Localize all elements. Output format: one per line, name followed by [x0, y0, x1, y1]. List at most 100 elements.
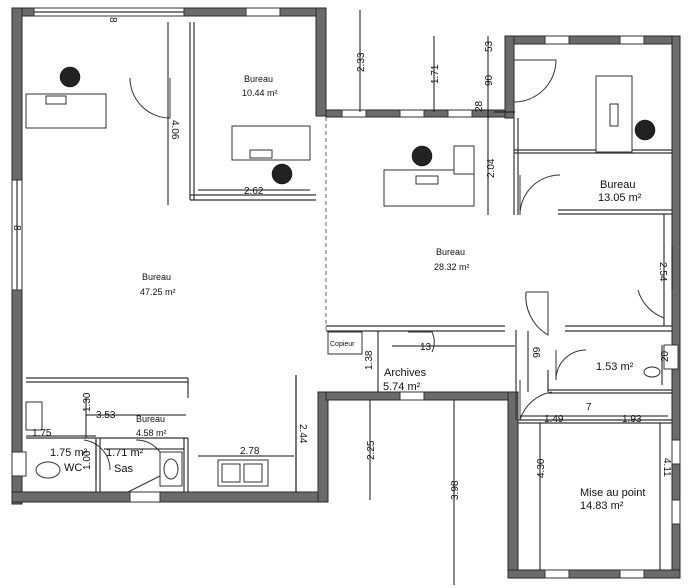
- door-storage: [555, 349, 587, 381]
- window-center-2: [399, 109, 425, 118]
- room-name-sas: Sas: [114, 463, 133, 475]
- wall-right-left-upper: [504, 35, 515, 119]
- window-center-3: [447, 109, 473, 118]
- dim-20: 20: [660, 350, 671, 362]
- dim-1-49: 1.49: [544, 414, 564, 425]
- dimension-labels: 4.06 2.62 2.33 1.71 90 53 28 2.04 2.54 1…: [11, 17, 672, 500]
- dim-2-78: 2.78: [240, 446, 260, 457]
- window-right-3: [671, 439, 681, 465]
- room-name-wc: WC: [64, 462, 82, 474]
- window-right-2: [619, 35, 645, 45]
- room-area-bureau-small: 4.58 m²: [136, 428, 167, 438]
- dim-window-a: 8: [107, 17, 118, 23]
- wall-bottom-right: [507, 569, 681, 579]
- door-wc: [83, 439, 111, 471]
- dim-1-75: 1.75: [32, 428, 52, 439]
- room-name-bureau-small: Bureau: [136, 414, 165, 424]
- dim-28: 28: [474, 100, 485, 112]
- dim-7: 7: [586, 402, 592, 413]
- door-right-bureau: [519, 174, 561, 216]
- dim-2-04: 2.04: [486, 158, 497, 178]
- room-name-bureau-center: Bureau: [436, 247, 465, 257]
- cabinet-small: [25, 401, 43, 431]
- chair-top: [271, 163, 293, 185]
- dim-2-62: 2.62: [244, 186, 264, 197]
- wall-right-lower: [317, 391, 329, 503]
- room-area-bureau-left: 47.25 m²: [140, 287, 176, 297]
- dim-2-25: 2.25: [366, 440, 377, 460]
- partitions: [26, 22, 672, 492]
- window-archives: [399, 391, 425, 401]
- dim-13: 13: [420, 342, 432, 353]
- room-name-bureau-right: Bureau: [600, 179, 635, 191]
- label-copieur: Copieur: [330, 341, 355, 348]
- door-bureau-top: [129, 77, 171, 119]
- dim-2-33: 2.33: [356, 52, 367, 72]
- furniture: [11, 66, 679, 487]
- room-area-wc: 1.75 m²: [50, 447, 88, 459]
- dim-3-53: 3.53: [96, 410, 116, 421]
- desk-center: [383, 169, 475, 207]
- dim-4-11: 4.11: [661, 458, 672, 477]
- dim-window-b: 8: [11, 225, 22, 231]
- door-archives-right: [525, 291, 549, 336]
- dim-2-54: 2.54: [657, 262, 668, 282]
- window-top-2: [245, 7, 281, 17]
- wall-bottom-left: [11, 491, 327, 503]
- monitor-center: [415, 175, 439, 185]
- wall-right-upper: [315, 7, 327, 117]
- room-area-mise: 14.83 m²: [580, 500, 624, 512]
- room-area-bureau-right: 13.05 m²: [598, 192, 642, 204]
- room-area-bureau-center: 28.32 m²: [434, 262, 470, 272]
- dim-4-30: 4.30: [536, 458, 547, 478]
- window-sas: [129, 491, 161, 503]
- dim-1-93: 1.93: [622, 414, 642, 425]
- dim-90: 90: [484, 74, 495, 86]
- chair-center: [411, 145, 433, 167]
- toilet: [35, 461, 61, 479]
- dim-1-38: 1.38: [364, 350, 375, 370]
- door-archives: [408, 331, 435, 353]
- door-right-top: [513, 59, 557, 103]
- monitor-left: [45, 95, 67, 105]
- monitor-right: [609, 103, 619, 127]
- room-name-bureau-top: Bureau: [244, 74, 273, 84]
- fixture-storage: [663, 344, 679, 370]
- window-right-1: [544, 35, 570, 45]
- room-name-bureau-left: Bureau: [142, 272, 171, 282]
- door-mise: [519, 380, 553, 421]
- sas-basin: [163, 458, 179, 480]
- doors: [83, 59, 665, 493]
- room-area-storage: 1.53 m²: [596, 361, 634, 373]
- sink-basin-1: [221, 463, 241, 483]
- dim-1-00: 1.00: [82, 450, 93, 470]
- dim-2-44: 2.44: [297, 424, 308, 444]
- window-right-4: [671, 499, 681, 525]
- dimension-lines: [26, 10, 673, 585]
- wall-right-outer: [671, 35, 681, 579]
- monitor-top: [249, 149, 273, 159]
- room-area-sas: 1.71 m²: [106, 447, 144, 459]
- door-entry: [127, 475, 161, 493]
- dim-3-98: 3.98: [450, 480, 461, 500]
- sink-basin-2: [243, 463, 263, 483]
- dim-4-06: 4.06: [169, 120, 180, 140]
- windows: [11, 7, 681, 579]
- wc-fixture: [11, 451, 27, 477]
- chair-right: [634, 119, 656, 141]
- dim-1-71: 1.71: [430, 64, 441, 84]
- door-right-2: [637, 275, 665, 319]
- wall-right-top: [504, 35, 681, 45]
- window-bottom-2: [619, 569, 645, 579]
- room-area-bureau-top: 10.44 m²: [242, 88, 278, 98]
- dim-1-30: 1.30: [82, 392, 93, 412]
- fixture-storage-basin: [643, 366, 661, 378]
- copier: [327, 331, 363, 355]
- dim-53: 53: [484, 40, 495, 52]
- chair-left: [59, 66, 81, 88]
- room-name-mise: Mise au point: [580, 487, 645, 499]
- window-center-1: [341, 109, 367, 118]
- dim-99: 99: [532, 346, 543, 358]
- room-name-archives: Archives: [384, 367, 427, 379]
